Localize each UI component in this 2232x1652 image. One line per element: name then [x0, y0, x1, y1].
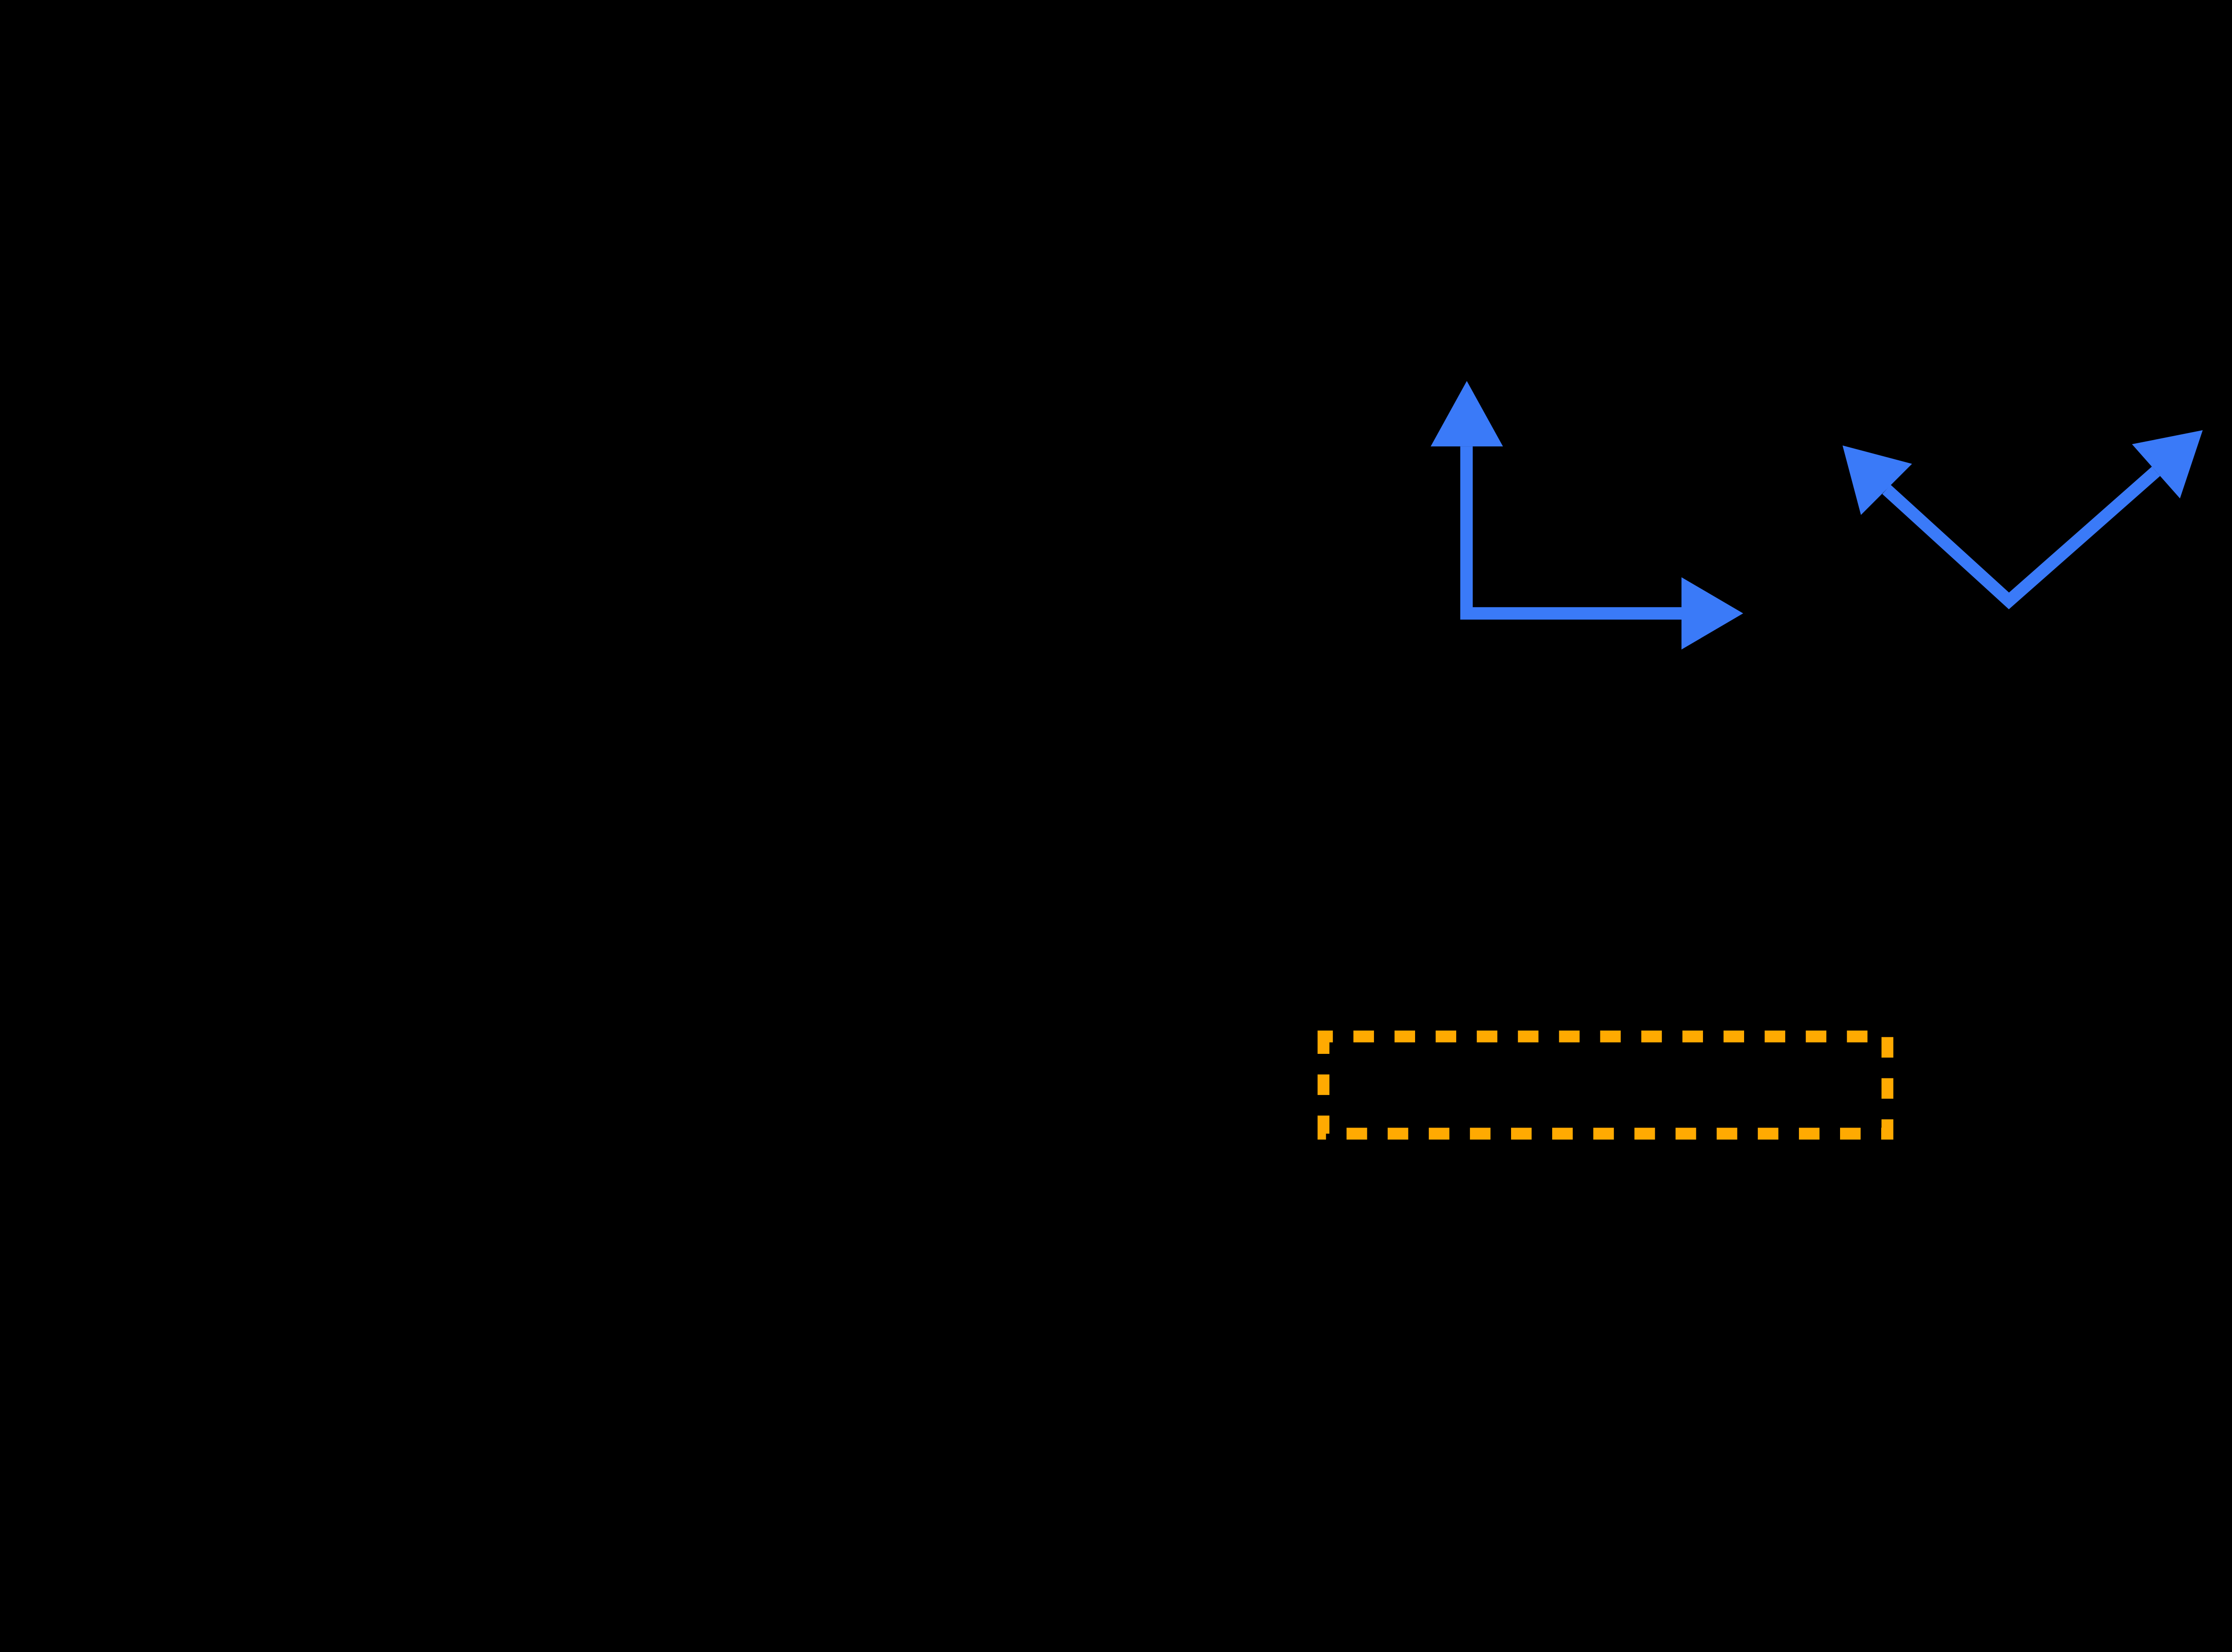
v-double-arrow-shaft — [1882, 466, 2160, 609]
coordinate-axes-arrows — [1430, 381, 1743, 650]
axis-right-arrowhead — [1681, 577, 1743, 650]
coordinate-axes-arrows-shaft — [1460, 446, 1682, 620]
v-upright-arrowhead — [2132, 430, 2203, 499]
v-upleft-arrowhead — [1842, 445, 1912, 515]
dashed-selection-box-outline — [1317, 1030, 1894, 1140]
background — [0, 249, 2232, 1403]
axis-up-arrowhead — [1430, 381, 1503, 447]
v-double-arrow — [1842, 430, 2203, 609]
dashed-selection-box — [1317, 1030, 1894, 1140]
